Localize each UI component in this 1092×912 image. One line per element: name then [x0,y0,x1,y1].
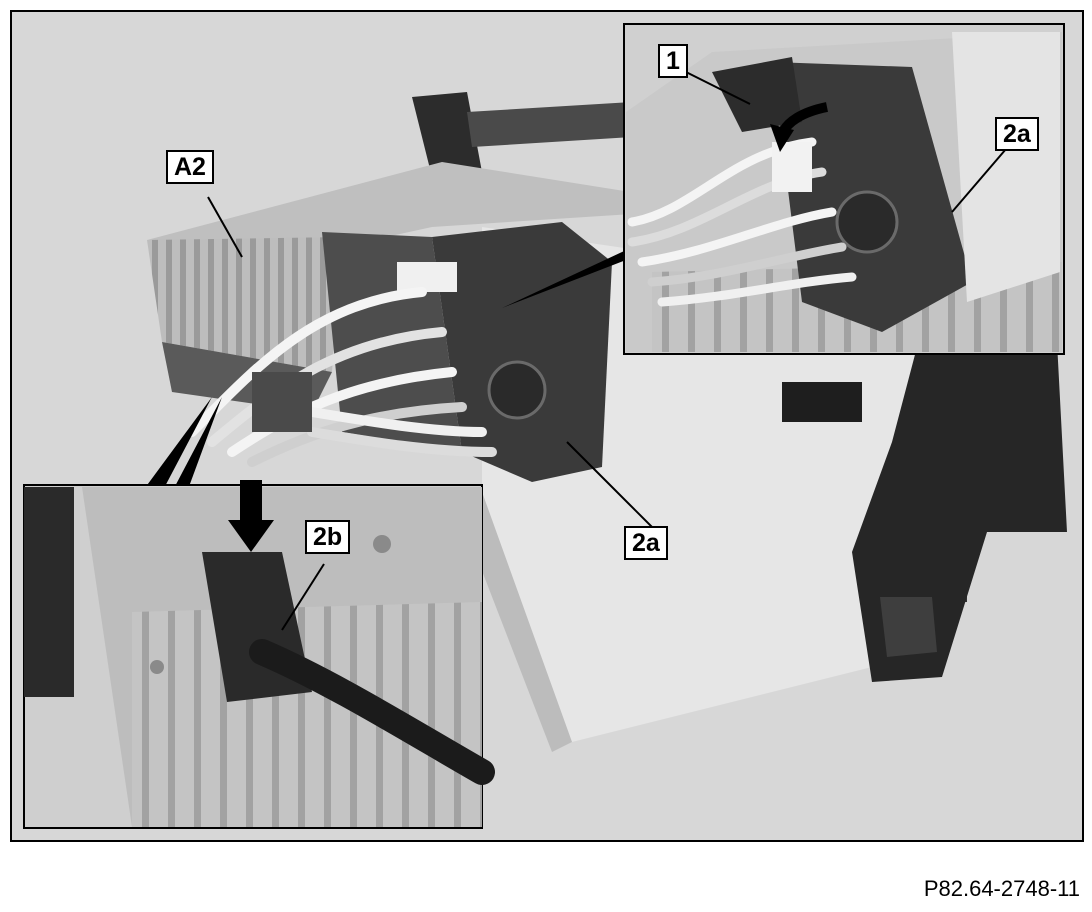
illustration [12,12,1082,840]
inset-top-right [623,23,1065,355]
down-arrow-icon [228,480,274,552]
pointer-1 [685,71,751,105]
rear-bracket [412,92,482,177]
antenna-cable [249,639,495,785]
label-2a-main: 2a [624,526,668,560]
inset-bottom-left [23,480,495,829]
pointer-to-inset [502,238,652,308]
pointer-2a-main [566,441,663,538]
label-2a-inset: 2a [995,117,1039,151]
figure-caption: P82.64-2748-11 [923,876,1080,901]
wiring-harness [187,287,497,467]
label-2b: 2b [305,520,351,554]
inset-connector-rotor [835,190,899,254]
label-a2: A2 [166,150,214,184]
rear-bar [467,102,632,147]
figure-frame: A2 1 2a 2a 2b [10,10,1084,842]
label-1: 1 [658,44,688,78]
connector-rotor [487,360,547,420]
unit-body-edge [467,492,572,752]
pointer-2a-inset [951,141,1013,213]
cable-bundle [252,372,312,432]
pointer-to-inset-2b-b [172,397,222,492]
unit-top [147,162,662,262]
body-slot [782,382,862,422]
pointer-to-inset-2b-a [142,397,212,492]
pointer-2b [281,563,325,631]
pointer-a2 [207,196,243,258]
right-bracket-tab [880,597,937,657]
connector-2a [432,222,612,482]
connector-latch [397,262,457,292]
